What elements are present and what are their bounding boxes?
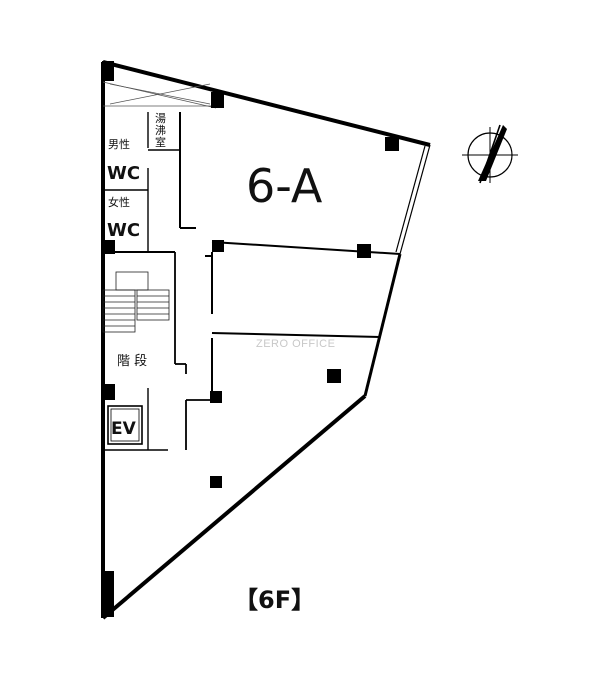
restroom-female-label: 女性 (108, 195, 130, 209)
partitions (103, 112, 401, 451)
column-lower-left (210, 391, 222, 403)
column-sw-corner (102, 571, 114, 617)
column-lower-right (327, 369, 341, 383)
column-ne (385, 137, 399, 151)
wall-east-window-a (399, 144, 431, 255)
kitchenette-char-3: 室 (155, 135, 166, 149)
north-arrow-icon (462, 124, 518, 184)
kitchenette-char-1: 湯 (155, 112, 166, 125)
wall-east-lower (363, 253, 402, 397)
divider-middle-south (211, 332, 381, 338)
elevator-box (107, 405, 143, 445)
wall-east-window-b (395, 145, 426, 253)
elevator-inner (110, 408, 140, 442)
divider-6a-south (211, 241, 401, 255)
stairs-label: 階 段 (117, 354, 147, 369)
wc-male-label: WC (107, 163, 140, 184)
wall-north (102, 60, 431, 147)
column-nw (102, 61, 114, 81)
column-top-void (211, 92, 224, 108)
column-south (210, 476, 222, 488)
column-west-mid (102, 240, 115, 254)
elevator-label: EV (111, 419, 137, 439)
top-void (102, 81, 217, 109)
unit-label: 6-A (246, 159, 323, 213)
floor-label: 【6F】 (234, 586, 315, 614)
outer-walls (101, 60, 431, 620)
kitchenette-char-2: 沸 (155, 124, 166, 137)
restroom-male-label: 男性 (108, 137, 130, 151)
columns (102, 61, 399, 617)
wall-southwest (101, 394, 367, 620)
wc-female-label: WC (107, 220, 140, 241)
watermark: ZERO OFFICE (256, 338, 335, 350)
column-west-ev (102, 384, 115, 400)
kitchenette-label: 湯 沸 室 (155, 112, 170, 149)
stair-treads (102, 271, 170, 333)
